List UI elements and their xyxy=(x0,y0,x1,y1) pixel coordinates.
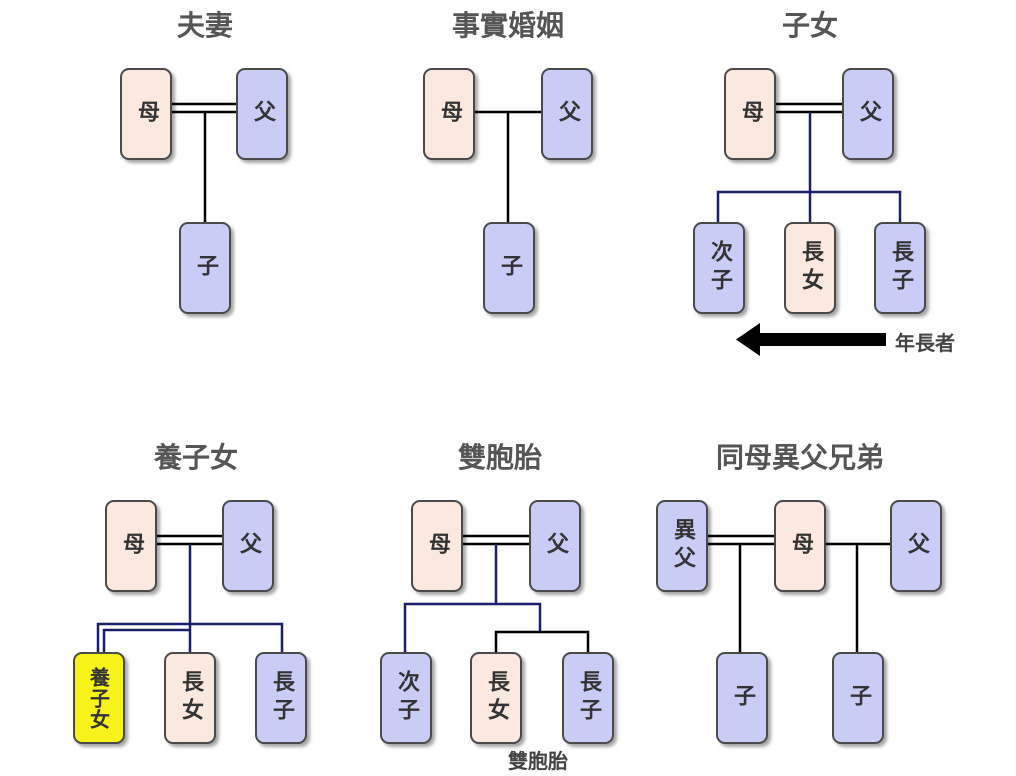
mother-node: 母 xyxy=(423,68,475,160)
second-son-node: 次子 xyxy=(380,652,432,744)
eldest-son-node: 長子 xyxy=(255,652,307,744)
eldest-daughter-node: 長女 xyxy=(470,652,522,744)
eldest-daughter-node: 長女 xyxy=(784,222,836,314)
child-node: 子 xyxy=(179,222,231,314)
father-node: 父 xyxy=(890,500,942,592)
panel-title-common-law: 事實婚姻 xyxy=(451,9,565,42)
twins-label: 雙胞胎 xyxy=(508,749,568,773)
panel-title-half-siblings: 同母異父兄弟 xyxy=(715,441,885,474)
father-node: 父 xyxy=(529,500,581,592)
panel-title-twins: 雙胞胎 xyxy=(457,441,543,474)
eldest-son-node: 長子 xyxy=(874,222,926,314)
panel-title-children: 子女 xyxy=(781,9,839,42)
father-node: 父 xyxy=(222,500,274,592)
mother-node: 母 xyxy=(724,68,776,160)
adopted-child-node: 養子女 xyxy=(73,652,125,744)
father-node: 父 xyxy=(541,68,593,160)
elder-arrow-label: 年長者 xyxy=(895,331,955,355)
panel-title-adopted: 養子女 xyxy=(153,441,239,474)
eldest-daughter-node: 長女 xyxy=(164,652,216,744)
child-node: 子 xyxy=(483,222,535,314)
child-node: 子 xyxy=(716,652,768,744)
eldest-son-node: 長子 xyxy=(562,652,614,744)
panel-title-couple: 夫妻 xyxy=(176,9,234,42)
second-son-node: 次子 xyxy=(693,222,745,314)
mother-node: 母 xyxy=(411,500,463,592)
father-node: 父 xyxy=(236,68,288,160)
elder-arrow xyxy=(736,323,886,356)
father-node: 父 xyxy=(842,68,894,160)
mother-node: 母 xyxy=(774,500,826,592)
other-father-node: 異父 xyxy=(656,500,708,592)
child-node: 子 xyxy=(832,652,884,744)
mother-node: 母 xyxy=(105,500,157,592)
mother-node: 母 xyxy=(120,68,172,160)
